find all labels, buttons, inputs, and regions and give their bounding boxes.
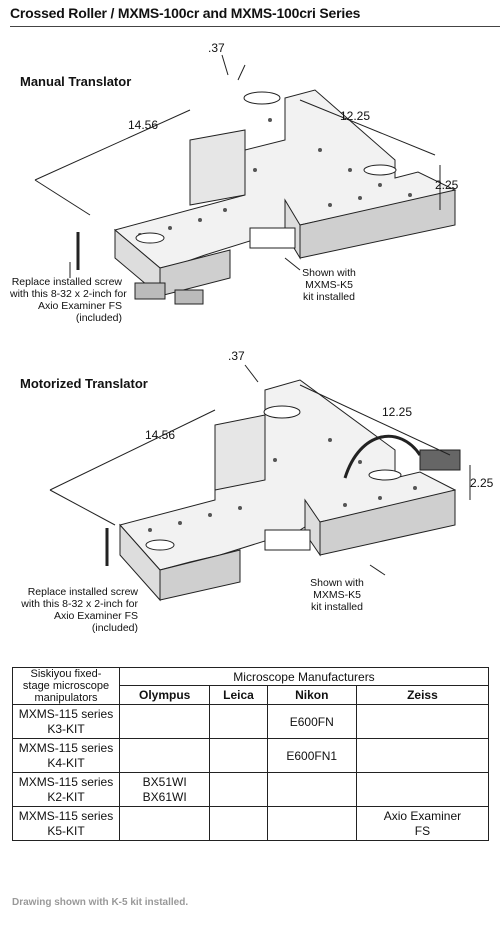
manual-dim-height: 2.25 xyxy=(435,178,459,192)
col-header-zeiss: Zeiss xyxy=(355,685,490,705)
motorized-kit-note: Shown with MXMS-K5 kit installed xyxy=(310,577,364,613)
manual-translator-drawing xyxy=(34,54,457,305)
col-header-olympus: Olympus xyxy=(118,685,211,705)
table-group-header: Microscope Manufacturers xyxy=(119,667,489,686)
col-header-nikon: Nikon xyxy=(266,685,357,705)
manual-dim-left: 14.56 xyxy=(128,118,159,132)
motorized-dim-top: .37 xyxy=(228,349,245,363)
motorized-dim-height: 2.25 xyxy=(470,476,494,490)
manual-kit-note: Shown with MXMS-K5 kit installed xyxy=(302,267,356,303)
motorized-dim-left: 14.56 xyxy=(145,428,176,442)
title-rule xyxy=(10,26,500,27)
motorized-translator-drawing xyxy=(49,364,471,602)
page-title: Crossed Roller / MXMS-100cr and MXMS-100… xyxy=(10,5,361,21)
manual-heading: Manual Translator xyxy=(20,74,132,89)
manual-screw-note: Replace installed screw with this 8-32 x… xyxy=(10,276,127,324)
motorized-screw-note: Replace installed screw with this 8-32 x… xyxy=(21,586,138,634)
motorized-dim-right: 12.25 xyxy=(382,405,413,419)
manual-dim-top: .37 xyxy=(208,41,225,55)
manual-dim-right: 12.25 xyxy=(340,109,371,123)
col-header-leica: Leica xyxy=(209,685,268,705)
table-corner-header: Siskiyou fixed- stage microscope manipul… xyxy=(12,667,120,705)
motorized-heading: Motorized Translator xyxy=(20,376,148,391)
footer-note: Drawing shown with K-5 kit installed. xyxy=(12,897,189,908)
microscope-compatibility-table: Siskiyou fixed- stage microscope manipul… xyxy=(12,667,490,841)
